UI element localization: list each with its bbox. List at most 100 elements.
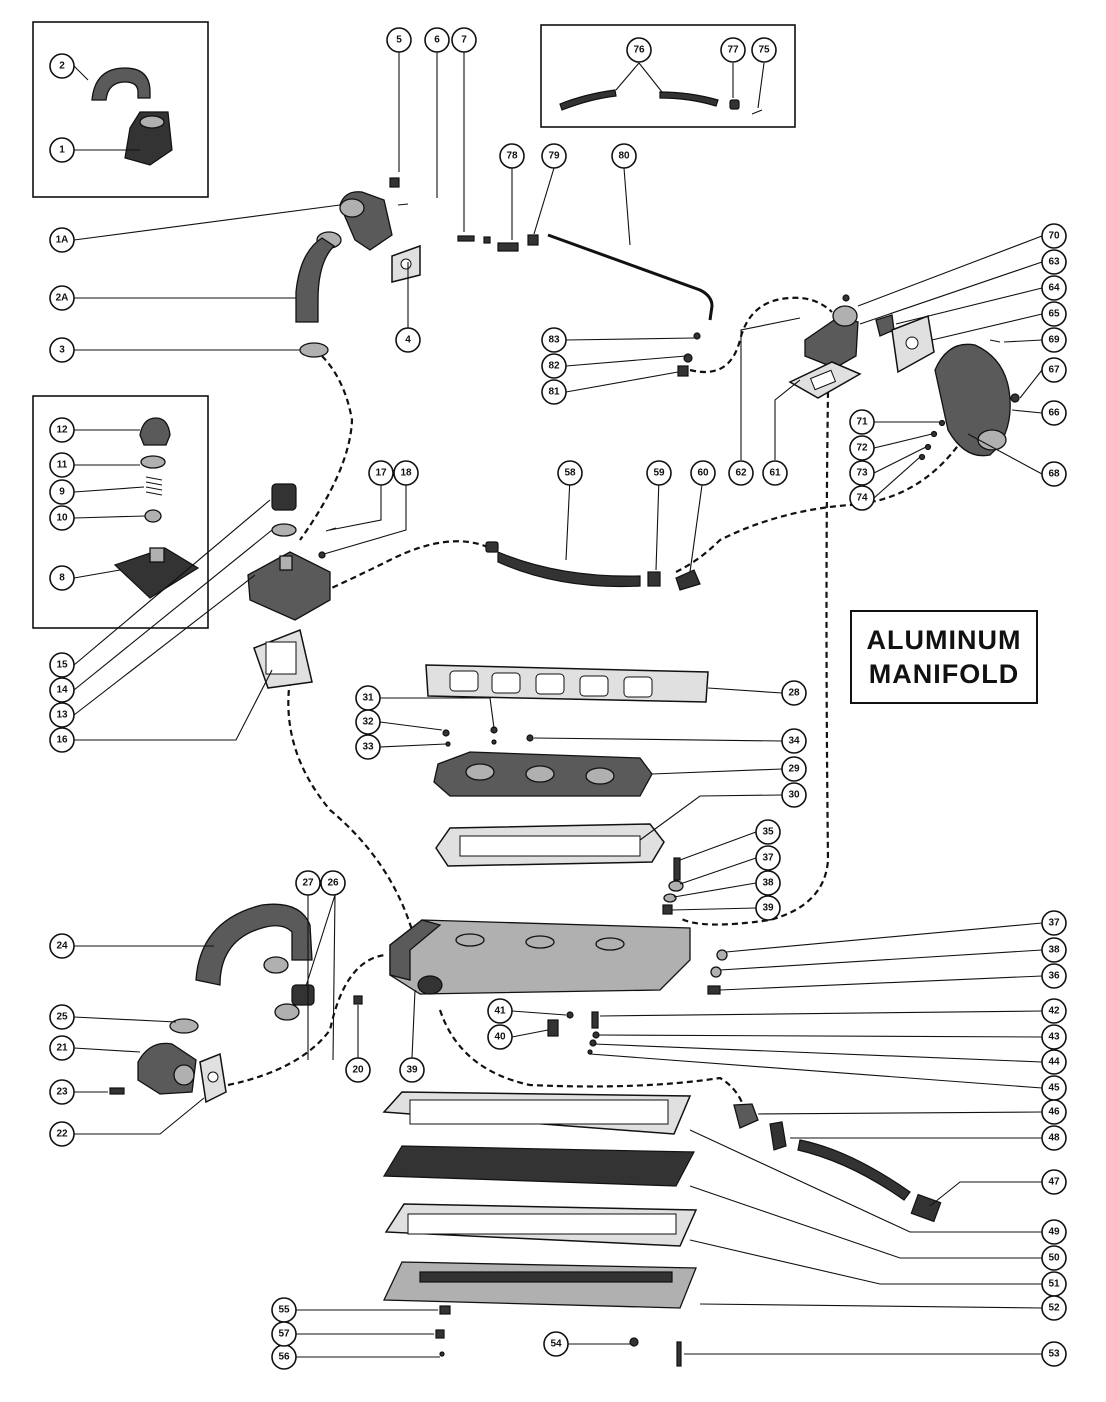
callout-8: 8: [49, 565, 75, 591]
callout-78: 78: [499, 143, 525, 169]
svg-text:41: 41: [494, 1006, 506, 1017]
callout-69: 69: [1041, 327, 1067, 353]
svg-text:70: 70: [1048, 231, 1060, 242]
callout-62: 62: [728, 460, 754, 486]
exhaust-elbow-assembly: [788, 294, 1020, 461]
cover-bolts: [662, 857, 684, 915]
inset-hose-pieces: [559, 89, 763, 115]
callout-37-center: 37: [755, 845, 781, 871]
svg-text:74: 74: [856, 493, 868, 504]
drain-hose-assembly: [733, 1103, 942, 1223]
svg-text:60: 60: [697, 468, 709, 479]
callout-14: 14: [49, 677, 75, 703]
water-valve-housing: [247, 483, 337, 689]
svg-text:50: 50: [1048, 1253, 1060, 1264]
svg-text:14: 14: [56, 685, 68, 696]
svg-text:2A: 2A: [56, 293, 69, 304]
dashed-routing-lines: [227, 296, 963, 1113]
svg-text:9: 9: [59, 487, 65, 498]
svg-text:49: 49: [1048, 1227, 1060, 1238]
small-fasteners: [442, 726, 534, 747]
bottom-small-parts: [435, 1305, 682, 1367]
callout-40: 40: [487, 1024, 513, 1050]
callout-83: 83: [541, 327, 567, 353]
manifold-cover: [433, 751, 653, 797]
svg-text:38: 38: [762, 878, 774, 889]
svg-text:57: 57: [278, 1329, 290, 1340]
manifold-gasket-top: [425, 664, 709, 703]
svg-text:46: 46: [1048, 1107, 1060, 1118]
svg-text:25: 25: [56, 1012, 68, 1023]
svg-text:65: 65: [1048, 309, 1060, 320]
callout-43: 43: [1041, 1024, 1067, 1050]
title-line-2: MANIFOLD: [868, 659, 1020, 689]
callout-55: 55: [271, 1297, 297, 1323]
callout-58: 58: [557, 460, 583, 486]
bypass-hose-assembly: [485, 541, 701, 591]
svg-text:66: 66: [1048, 408, 1060, 419]
svg-text:2: 2: [59, 61, 65, 72]
svg-text:10: 10: [56, 513, 68, 524]
svg-text:45: 45: [1048, 1083, 1060, 1094]
callout-49: 49: [1041, 1219, 1067, 1245]
callout-64: 64: [1041, 275, 1067, 301]
svg-text:21: 21: [56, 1043, 68, 1054]
callout-73: 73: [849, 460, 875, 486]
callout-36: 36: [1041, 963, 1067, 989]
inset-hose-and-elbow: [91, 67, 173, 166]
callout-33: 33: [355, 734, 381, 760]
callout-38-right: 38: [1041, 937, 1067, 963]
callout-45: 45: [1041, 1075, 1067, 1101]
svg-text:1A: 1A: [56, 235, 69, 246]
callout-39-lower: 39: [399, 1057, 425, 1083]
svg-text:56: 56: [278, 1352, 290, 1363]
callout-61: 61: [762, 460, 788, 486]
svg-text:27: 27: [302, 878, 314, 889]
svg-text:73: 73: [856, 468, 868, 479]
inset-box-top-center: [540, 24, 796, 128]
callout-27: 27: [295, 870, 321, 896]
linkage-rod-assembly: [457, 233, 714, 377]
callout-31: 31: [355, 685, 381, 711]
callout-70: 70: [1041, 223, 1067, 249]
cover-gasket: [435, 823, 665, 867]
callout-20: 20: [345, 1057, 371, 1083]
svg-text:52: 52: [1048, 1303, 1060, 1314]
callout-18: 18: [393, 460, 419, 486]
callout-28: 28: [781, 680, 807, 706]
callout-71: 71: [849, 409, 875, 435]
svg-text:11: 11: [57, 460, 68, 471]
callout-41: 41: [487, 998, 513, 1024]
svg-text:26: 26: [327, 878, 339, 889]
svg-text:16: 16: [56, 735, 68, 746]
callout-39-center: 39: [755, 895, 781, 921]
callout-17: 17: [368, 460, 394, 486]
svg-text:40: 40: [494, 1032, 506, 1043]
svg-text:42: 42: [1048, 1006, 1060, 1017]
callout-35: 35: [755, 819, 781, 845]
svg-text:77: 77: [727, 45, 739, 56]
callout-65: 65: [1041, 301, 1067, 327]
svg-text:30: 30: [788, 790, 800, 801]
svg-text:58: 58: [564, 468, 576, 479]
svg-text:51: 51: [1048, 1279, 1060, 1290]
svg-text:55: 55: [278, 1305, 290, 1316]
svg-text:3: 3: [59, 345, 65, 356]
callout-72: 72: [849, 435, 875, 461]
svg-text:32: 32: [362, 717, 374, 728]
callout-2: 2: [49, 53, 75, 79]
callout-7: 7: [451, 27, 477, 53]
svg-text:79: 79: [548, 151, 560, 162]
svg-text:39: 39: [762, 903, 774, 914]
svg-text:37: 37: [762, 853, 774, 864]
callout-25: 25: [49, 1004, 75, 1030]
svg-text:31: 31: [362, 693, 374, 704]
callout-57: 57: [271, 1321, 297, 1347]
leader-lines: [73, 52, 1043, 1358]
callout-76: 76: [626, 37, 652, 63]
svg-text:6: 6: [434, 35, 440, 46]
exhaust-manifold-body: [389, 919, 691, 995]
svg-text:24: 24: [56, 941, 68, 952]
callout-51: 51: [1041, 1271, 1067, 1297]
